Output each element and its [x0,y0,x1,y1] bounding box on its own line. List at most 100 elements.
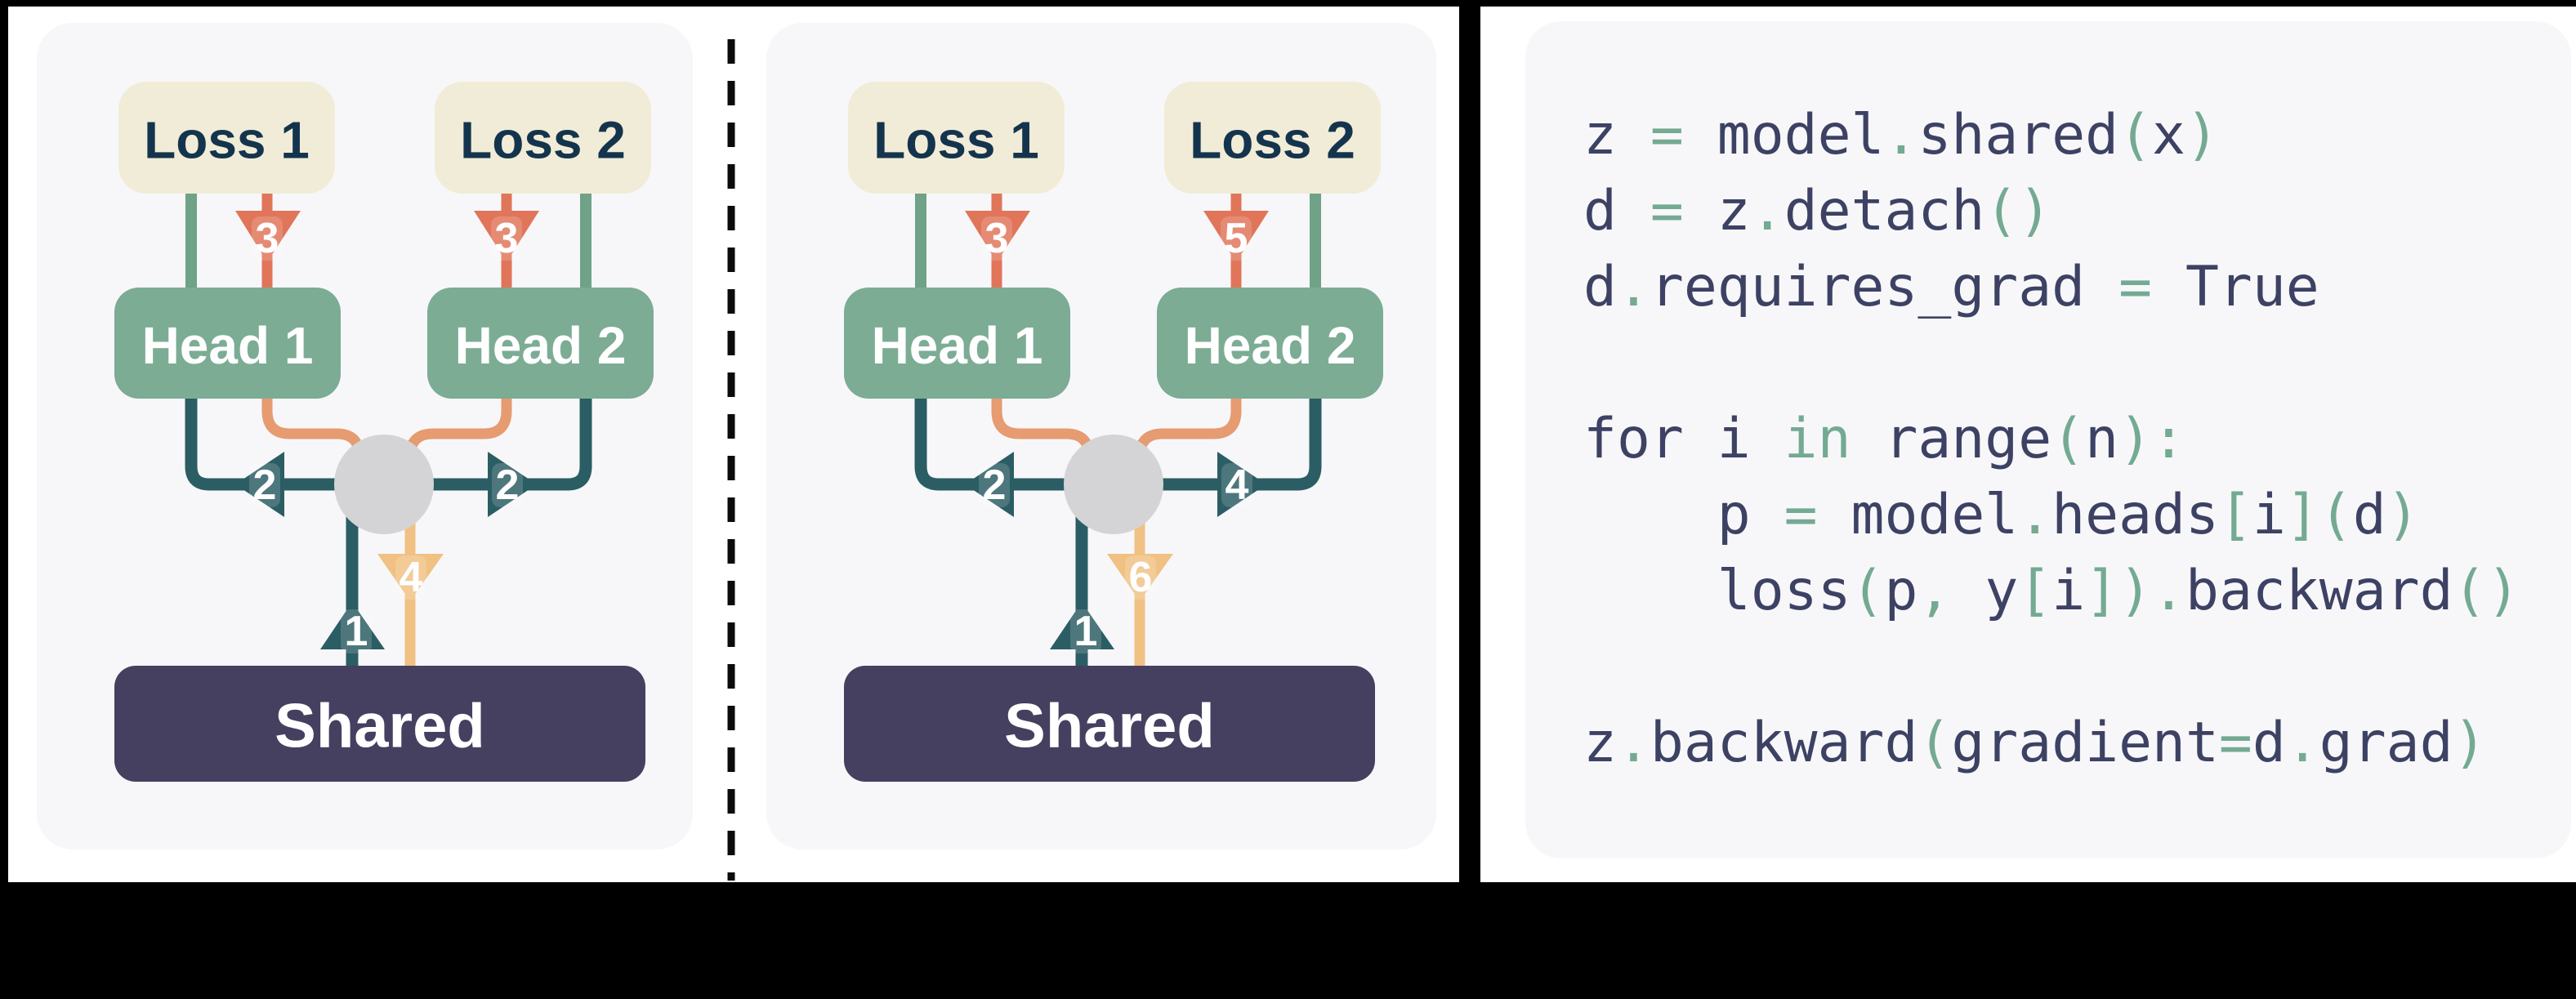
code-token: i [2051,559,2086,623]
step-number-badge [492,463,523,507]
head1-forward-arrowhead [235,452,284,517]
shared-node-box [114,666,645,782]
loss2-node-label: Loss 2 [460,111,626,170]
code-token: True [2185,255,2319,319]
code-token: for i [1583,407,1784,471]
step-number-label: 3 [985,215,1009,262]
code-token: = [2118,255,2185,319]
step-number-badge [1221,463,1252,507]
code-token: x [2152,103,2185,167]
code-token: grad [2319,711,2453,775]
head2-forward-arrowhead [1217,452,1266,517]
code-token: ) [2453,711,2487,775]
code-token: [ [2218,483,2252,547]
loss1-node-label: Loss 1 [873,111,1039,170]
code-line: d = z.detach() [1583,173,2571,249]
step-number-badge [491,216,522,261]
code-token: . [2285,711,2319,775]
step-number-label: 4 [400,554,423,601]
code-token: = [1650,103,1717,167]
head1-node-box [844,288,1070,399]
loss2-backward-arrowhead [474,211,539,262]
step-number-badge [1070,609,1101,653]
shared-backward-arrowhead [1107,554,1173,601]
code-token: d [1583,255,1617,319]
code-token: [ [2018,559,2052,623]
loss1-backward-arrowhead [965,211,1030,262]
code-token: ): [2118,407,2185,471]
code-line: p = model.heads[i](d) [1583,477,2571,553]
code-token: backward [2185,559,2453,623]
panel-code [1525,21,2571,859]
circle-to-head2-line [1114,397,1322,491]
circle-to-head2-line [384,397,592,491]
code-token: z [1583,711,1617,775]
step-number-label: 2 [253,462,277,509]
head1-forward-arrowhead [965,452,1014,517]
code-token: shared [1917,103,2119,167]
step-number-badge [979,463,1010,507]
head2-node-box [1157,288,1383,399]
code-token: heads [2051,483,2219,547]
code-token: ( [1851,559,1885,623]
code-token: = [2218,711,2252,775]
head1-node-label: Head 1 [872,316,1043,375]
code-token: n [2085,407,2119,471]
loss2-node-box [1164,82,1381,194]
code-token: p [1884,559,1918,623]
code-line: loss(p, y[i]).backward() [1583,553,2571,629]
divider-solid-bar [1459,7,1480,882]
step-number-label: 6 [1129,554,1153,601]
code-token: loss [1583,559,1851,623]
code-token: ( [2051,407,2086,471]
step-number-label: 4 [1225,462,1249,509]
shared-node-label: Shared [1004,692,1215,761]
loss2-backward-arrowhead [1203,211,1269,262]
head2-forward-arrowhead [488,452,537,517]
loss1-node-box [848,82,1065,194]
step-number-label: 3 [256,215,279,262]
panel-left-diagram [37,23,693,850]
head2-node-label: Head 2 [1185,316,1356,375]
loss1-node-label: Loss 1 [144,111,310,170]
code-token: d [2252,711,2286,775]
step-number-badge [1125,555,1156,600]
circle-to-head1-line [185,397,384,491]
code-token: y [1984,559,2019,623]
step-number-badge [249,463,280,507]
code-token: ]( [2285,483,2353,547]
code-line: z = model.shared(x) [1583,97,2571,173]
head2-node-label: Head 2 [455,316,627,375]
step-number-label: 3 [495,215,519,262]
code-token: ) [2185,103,2219,167]
code-token: gradient [1951,711,2219,775]
loss1-backward-arrowhead [235,211,301,262]
code-line: d.requires_grad = True [1583,249,2571,325]
code-token: ]). [2085,559,2185,623]
code-token: . [1884,103,1918,167]
step-number-badge [1221,216,1252,261]
shared-forward-arrowhead [1050,602,1114,649]
code-token: . [1616,255,1650,319]
intermediate-tensor-circle [1064,435,1163,534]
code-token: i [2252,483,2286,547]
head2-node-box [427,288,654,399]
intermediate-tensor-circle [334,435,434,534]
shared-node-label: Shared [275,692,485,761]
circle-to-head1-line [914,397,1114,491]
step-number-label: 1 [345,608,368,655]
step-number-label: 1 [1074,608,1098,655]
shared-forward-arrowhead [320,602,385,649]
code-token: z [1583,103,1650,167]
code-token: ( [2118,103,2153,167]
code-token: p [1583,483,1784,547]
step-number-badge [341,609,372,653]
code-token: model [1851,483,2019,547]
code-token: . [2018,483,2052,547]
step-number-label: 2 [496,462,520,509]
code-token: = [1650,179,1717,243]
code-panel: z = model.shared(x)d = z.detach()d.requi… [1525,21,2571,859]
